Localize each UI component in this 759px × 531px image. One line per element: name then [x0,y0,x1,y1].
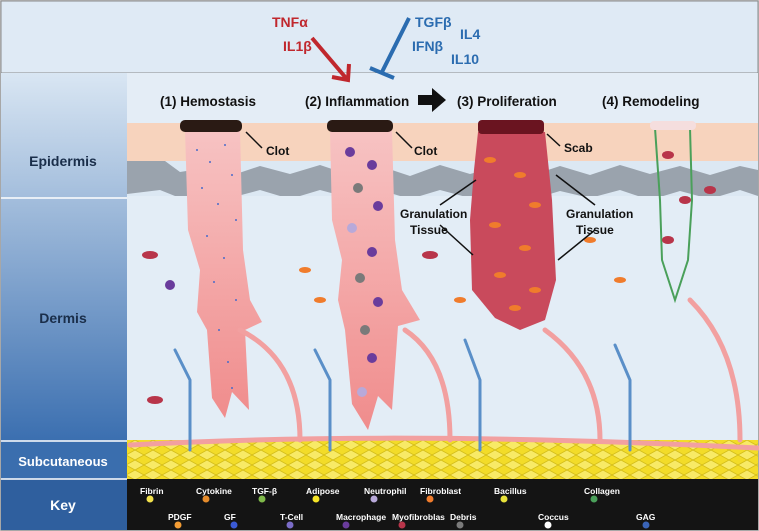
label-clot-1: Clot [266,144,289,158]
key-item-label: GF [224,512,236,522]
key-item: Myofibroblas [392,512,445,529]
key-item: Adipose [306,486,340,503]
remodeling-myofibroblasts [662,151,716,244]
pro-inflammatory-arrow [310,36,351,83]
fibroblast-icon [426,495,434,503]
key-item-label: Debris [450,512,477,522]
label-scab: Scab [564,141,593,155]
key-item-label: TGF-β [252,486,277,496]
key-item-label: Cytokine [196,486,232,496]
granulation-tissue [470,132,556,330]
macrophage-icon [342,521,350,529]
adipose-icon [312,495,320,503]
label-granulation-right-2: Tissue [576,223,614,237]
key-item-label: PDGF [168,512,192,522]
stage-proliferation: (3) Proliferation [457,94,557,109]
fibrin-icon [146,495,154,503]
layer-column [1,73,127,441]
key-item: Fibrin [140,486,164,503]
signal-ifnb: IFNβ [412,38,444,54]
anti-inflammatory-inhibitor [369,17,411,80]
key-item: T-Cell [280,512,303,529]
stage-labels: (1) Hemostasis (2) Inflammation (3) Prol… [160,94,700,109]
layer-labels: Epidermis Dermis Subcutaneous Key [18,153,108,513]
key-band [127,479,758,530]
progression-arrow [418,88,446,112]
key-item-label: Coccus [538,512,569,522]
bacillus-icon [500,495,508,503]
key-item: Cytokine [196,486,232,503]
t-cell-icon [286,521,294,529]
signal-labels: TNFα IL1β TGFβ IFNβ IL4 IL10 [272,14,480,67]
neutrophil-icon [370,495,378,503]
collagen-icon [590,495,598,503]
key-item: Macrophage [336,512,386,529]
stage-hemostasis: (1) Hemostasis [160,94,256,109]
layer-epidermis: Epidermis [29,153,97,169]
key-item-label: T-Cell [280,512,303,522]
label-granulation-left-2: Tissue [410,223,448,237]
dermis-cells [142,237,626,404]
label-granulation-left-1: Granulation [400,207,467,221]
key-item: GAG [636,512,656,529]
coccus-icon [544,521,552,529]
layer-dermis: Dermis [39,310,87,326]
hemostasis-wound [185,130,262,418]
inflammation-wound [330,130,420,430]
layer-key: Key [50,497,76,513]
key-item: Collagen [584,486,620,503]
key-item: Bacillus [494,486,527,503]
proliferation-fibroblasts [484,157,541,311]
key-item: Debris [450,512,477,529]
layer-subcutaneous: Subcutaneous [18,454,108,469]
annotation-arrows [245,131,596,261]
key-item-label: Myofibroblas [392,512,445,522]
stage-inflammation: (2) Inflammation [305,94,409,109]
key-item: Neutrophil [364,486,407,503]
signal-tnfa: TNFα [272,14,308,30]
subcutaneous-layer [127,440,758,479]
key-item-label: GAG [636,512,656,522]
signal-tgfb: TGFβ [415,14,452,30]
key-item: PDGF [168,512,192,529]
pdgf-icon [174,521,182,529]
key-item: Coccus [538,512,569,529]
key-item: Fibroblast [420,486,461,503]
inflammation-cells [345,147,383,397]
stage-remodeling: (4) Remodeling [602,94,700,109]
key-item-label: Adipose [306,486,340,496]
remodeled-scar [653,127,694,304]
clot-1 [180,120,242,132]
debris-icon [456,521,464,529]
blood-vessels [127,297,759,451]
signal-il4: IL4 [460,26,480,42]
gag-icon [642,521,650,529]
cytokine-icon [202,495,210,503]
key-item-label: Collagen [584,486,620,496]
label-clot-2: Clot [414,144,437,158]
key-item: TGF-β [252,486,277,503]
fibrin-dots [196,144,237,389]
signal-il10: IL10 [451,51,479,67]
key-item: GF [224,512,238,529]
remodeled-surface [650,121,696,130]
gf-icon [230,521,238,529]
key-item-label: Bacillus [494,486,527,496]
basement-membrane [127,161,758,200]
signal-il1b: IL1β [283,38,312,54]
key-item-label: Macrophage [336,512,386,522]
key-item-label: Fibrin [140,486,164,496]
annotation-labels: Clot Clot Scab Granulation Tissue Granul… [266,141,633,237]
key-item-label: Neutrophil [364,486,407,496]
key-item-label: Fibroblast [420,486,461,496]
scab [478,120,544,134]
tgf-beta-icon [258,495,266,503]
lymph-vessels [173,338,632,452]
label-granulation-right-1: Granulation [566,207,633,221]
myofibroblast-icon [398,521,406,529]
signal-band [0,0,759,74]
clot-2 [327,120,393,132]
